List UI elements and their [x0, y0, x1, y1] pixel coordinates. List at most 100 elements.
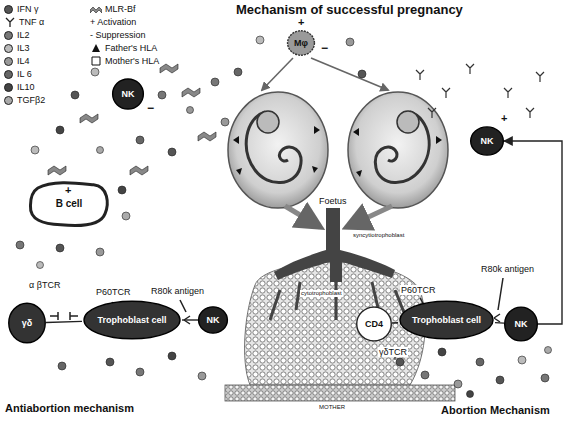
- legend-entry: IFN γ: [4, 4, 39, 14]
- arrow-line: [347, 206, 392, 227]
- connector: [392, 322, 398, 324]
- tcr-receptor: [50, 312, 78, 320]
- trophoblast-cell: Trophoblast cell: [398, 300, 495, 340]
- annotation-label: R80k antigen: [480, 264, 535, 274]
- legend-symbol: [90, 56, 102, 66]
- annotation-label: syncytiotrophoblast: [352, 232, 405, 239]
- cell-shape: [9, 303, 45, 342]
- legend-text: IL3: [17, 43, 30, 53]
- cell-label: NK: [122, 89, 135, 99]
- cell-shape: [288, 31, 315, 55]
- connector: [495, 322, 504, 324]
- umbilical-trunk: [274, 208, 395, 282]
- legend-entry: Mother's HLA: [90, 56, 159, 66]
- annotation-label: γδTCR: [378, 347, 408, 357]
- legend-text: IL4: [17, 56, 30, 66]
- embryo-head: [397, 111, 419, 133]
- gamma-delta-cell: γδ: [8, 302, 46, 344]
- legend-entry: IL3: [4, 43, 30, 53]
- embryo-head: [257, 111, 279, 133]
- legend-entry: IL4: [4, 56, 30, 66]
- legend-entry: + Activation: [90, 17, 136, 27]
- legend-text: Mother's HLA: [105, 56, 159, 66]
- cell-shape: [505, 307, 538, 341]
- legend-swatch: [4, 31, 13, 40]
- annotation-label: cytotrophoblast: [300, 290, 343, 297]
- legend-shape: [92, 57, 100, 65]
- legend-entry: IL10: [4, 82, 35, 92]
- legend-text: TNF α: [19, 17, 44, 27]
- cell-shape: [400, 301, 493, 339]
- cell-shape: [471, 127, 504, 155]
- title: Mechanism of successful pregnancy: [236, 3, 463, 18]
- father-hla-marks: [353, 128, 442, 177]
- maternal-tissue: [225, 385, 455, 401]
- annotation-label: Foetus: [318, 196, 348, 206]
- cytokine-dots: [16, 36, 552, 398]
- annotation-label: R80k antigen: [150, 286, 205, 296]
- heading-label: Antiabortion mechanism: [4, 402, 135, 415]
- legend-symbol: [4, 17, 16, 27]
- leader-line: [180, 300, 186, 312]
- legend-entry: Father's HLA: [90, 43, 157, 53]
- annotation-label: MOTHER: [318, 404, 346, 411]
- legend-swatch: [4, 5, 13, 14]
- legend-swatch: [4, 83, 13, 92]
- legend-text: IL 6: [17, 69, 32, 79]
- father-hla-marks: [233, 126, 320, 175]
- uterus-outline: [348, 92, 448, 208]
- legend-swatch: [4, 44, 13, 53]
- leader-line: [498, 278, 503, 310]
- nk-cell: NK: [198, 306, 228, 334]
- cd4-cell: CD4: [356, 306, 392, 342]
- cell-shape: [357, 307, 392, 341]
- cell-label: γδ: [22, 318, 32, 328]
- cell-label: B cell: [56, 198, 83, 210]
- heading-label: +: [64, 184, 72, 197]
- cell-label: NK: [515, 319, 528, 329]
- legend-text: + Activation: [90, 17, 136, 27]
- connector: [504, 141, 562, 324]
- macrophage-cell: Mφ: [287, 30, 315, 56]
- legend-text: MLR-Bf: [105, 4, 136, 14]
- annotation-label: P60TCR: [400, 285, 437, 295]
- fetus-right: [348, 92, 448, 208]
- r80k-receptor: [494, 314, 500, 322]
- heading-label: +: [500, 112, 508, 125]
- legend-symbol: [90, 4, 102, 14]
- annotation-label: P60TCR: [95, 287, 132, 297]
- legend-shape: [6, 18, 14, 27]
- legend-text: IFN γ: [17, 4, 39, 14]
- legend-swatch: [4, 96, 13, 105]
- arrow-line: [311, 58, 388, 90]
- fetus-left: [228, 92, 328, 208]
- cell-shape: [113, 79, 144, 109]
- heading-label: −: [320, 42, 329, 56]
- cell-label: NK: [207, 315, 220, 325]
- legend-entry: IL 6: [4, 69, 32, 79]
- trophoblast-cell: Trophoblast cell: [82, 300, 182, 340]
- legend-entry: IL2: [4, 30, 30, 40]
- connector: [46, 321, 82, 322]
- arrow-line: [262, 58, 293, 90]
- legend-entry: MLR-Bf: [90, 4, 136, 14]
- legend-swatch: [4, 57, 13, 66]
- connector: [182, 319, 198, 320]
- uterus-outline: [228, 92, 328, 208]
- cell-shape: [199, 307, 228, 333]
- legend-shape: [92, 44, 100, 52]
- legend-symbol: [90, 43, 102, 53]
- embryo: [246, 112, 301, 183]
- legend-entry: TNF α: [4, 17, 44, 27]
- heading-label: Abortion Mechanism: [440, 404, 551, 417]
- legend-text: TGFβ2: [17, 95, 45, 105]
- legend-text: Father's HLA: [105, 43, 157, 53]
- heading-label: +: [297, 16, 305, 29]
- heading-label: −: [146, 102, 155, 116]
- cell-shape: [84, 301, 180, 339]
- arrow-line: [285, 206, 320, 227]
- cell-label: Trophoblast cell: [412, 315, 481, 325]
- annotation-label: α βTCR: [28, 280, 61, 290]
- tnf-marks: [391, 64, 544, 360]
- legend-text: IL2: [17, 30, 30, 40]
